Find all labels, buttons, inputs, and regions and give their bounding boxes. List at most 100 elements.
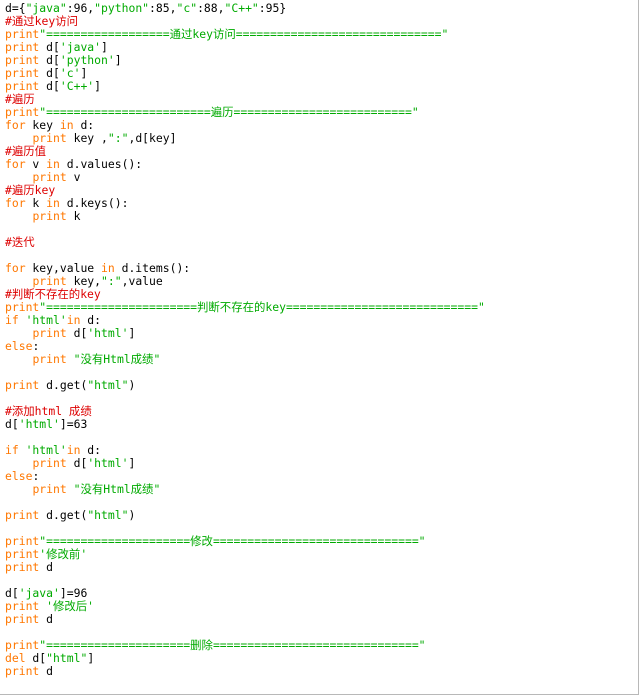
string-token: ":" <box>107 131 129 145</box>
comment-token: #通过key访问 <box>5 14 78 28</box>
code-line[interactable]: print d['c'] <box>5 67 636 80</box>
keyword-token: print <box>32 326 67 340</box>
code-line[interactable]: for k in d.keys(): <box>5 197 636 210</box>
text-token: ] <box>114 53 122 67</box>
text-token: ] <box>87 651 95 665</box>
code-line[interactable] <box>5 574 636 587</box>
comment-token: #迭代 <box>5 235 35 249</box>
code-line[interactable]: else: <box>5 470 636 483</box>
text-token <box>5 456 32 470</box>
keyword-token: print <box>5 664 40 678</box>
keyword-token: print <box>5 508 40 522</box>
text-token: k <box>66 209 81 223</box>
code-line[interactable]: #通过key访问 <box>5 15 636 28</box>
code-line[interactable] <box>5 392 636 405</box>
code-line[interactable]: #遍历值 <box>5 145 636 158</box>
text-token <box>19 443 26 457</box>
text-token <box>5 326 32 340</box>
code-line[interactable]: print k <box>5 210 636 223</box>
text-token <box>5 209 32 223</box>
keyword-token: print <box>32 456 67 470</box>
text-token: key , <box>66 131 108 145</box>
string-token: 'html' <box>25 443 67 457</box>
code-line[interactable]: print"========================遍历========… <box>5 106 636 119</box>
code-line[interactable]: #遍历key <box>5 184 636 197</box>
code-line[interactable]: #迭代 <box>5 236 636 249</box>
text-token: : <box>32 339 40 353</box>
text-token: v <box>25 157 47 171</box>
text-token: :96, <box>66 1 95 15</box>
code-line[interactable]: print d.get("html") <box>5 509 636 522</box>
code-line[interactable]: print d['html'] <box>5 327 636 340</box>
keyword-token: print <box>5 79 40 93</box>
keyword-token: del <box>5 651 26 665</box>
code-line[interactable]: print d['C++'] <box>5 80 636 93</box>
code-line[interactable]: print'修改前' <box>5 548 636 561</box>
text-token: d.values(): <box>59 157 143 171</box>
keyword-token: print <box>32 352 67 366</box>
string-token: "=====================修改================… <box>39 534 426 548</box>
code-line[interactable]: print"======================判断不存在的key===… <box>5 301 636 314</box>
keyword-token: in <box>46 196 60 210</box>
text-token: d[ <box>39 79 60 93</box>
code-line[interactable]: if 'html'in d: <box>5 314 636 327</box>
code-line[interactable]: #添加html 成绩 <box>5 405 636 418</box>
text-token: d <box>39 664 54 678</box>
code-line[interactable]: d['java']=96 <box>5 587 636 600</box>
text-token: d[ <box>25 651 47 665</box>
code-line[interactable]: #判断不存在的key <box>5 288 636 301</box>
keyword-token: print <box>5 638 40 652</box>
code-line[interactable]: for v in d.values(): <box>5 158 636 171</box>
code-line[interactable]: print"=====================修改===========… <box>5 535 636 548</box>
keyword-token: print <box>5 53 40 67</box>
text-token: d[ <box>5 586 19 600</box>
text-token <box>67 352 74 366</box>
code-line[interactable]: #遍历 <box>5 93 636 106</box>
code-line[interactable] <box>5 223 636 236</box>
code-line[interactable]: print"==================通过key访问=========… <box>5 28 636 41</box>
text-token: key, <box>66 274 102 288</box>
keyword-token: for <box>5 118 26 132</box>
code-line[interactable]: print v <box>5 171 636 184</box>
code-line[interactable]: print d <box>5 613 636 626</box>
code-line[interactable]: if 'html'in d: <box>5 444 636 457</box>
code-line[interactable]: print d <box>5 561 636 574</box>
keyword-token: for <box>5 261 26 275</box>
keyword-token: print <box>32 482 67 496</box>
code-line[interactable]: for key in d: <box>5 119 636 132</box>
code-line[interactable]: for key,value in d.items(): <box>5 262 636 275</box>
code-line[interactable]: print d['html'] <box>5 457 636 470</box>
code-area[interactable]: d={"java":96,"python":85,"c":88,"C++":95… <box>5 2 636 678</box>
keyword-token: print <box>32 274 67 288</box>
code-line[interactable]: print d <box>5 665 636 678</box>
text-token: d <box>39 560 54 574</box>
string-token: 'html' <box>87 456 129 470</box>
code-line[interactable]: print"=====================删除===========… <box>5 639 636 652</box>
code-line[interactable]: print d['python'] <box>5 54 636 67</box>
code-line[interactable]: print d['java'] <box>5 41 636 54</box>
keyword-token: print <box>5 378 40 392</box>
code-line[interactable]: print '修改后' <box>5 600 636 613</box>
string-token: "C++" <box>224 1 259 15</box>
keyword-token: if <box>5 443 19 457</box>
text-token: ,value <box>121 274 163 288</box>
string-token: "html" <box>87 508 129 522</box>
code-line[interactable]: else: <box>5 340 636 353</box>
text-token <box>5 170 32 184</box>
code-line[interactable]: print "没有Html成绩" <box>5 483 636 496</box>
code-line[interactable]: del d["html"] <box>5 652 636 665</box>
text-token: ) <box>128 378 136 392</box>
text-token: d.items(): <box>114 261 191 275</box>
text-token <box>19 313 26 327</box>
code-line[interactable]: print key,":",value <box>5 275 636 288</box>
string-token: 'html' <box>87 326 129 340</box>
keyword-token: else <box>5 469 33 483</box>
code-line[interactable]: print key ,":",d[key] <box>5 132 636 145</box>
code-line[interactable]: print "没有Html成绩" <box>5 353 636 366</box>
comment-token: #遍历值 <box>5 144 47 158</box>
code-line[interactable]: d={"java":96,"python":85,"c":88,"C++":95… <box>5 2 636 15</box>
code-line[interactable]: d['html']=63 <box>5 418 636 431</box>
keyword-token: print <box>5 547 40 561</box>
code-line[interactable]: print d.get("html") <box>5 379 636 392</box>
